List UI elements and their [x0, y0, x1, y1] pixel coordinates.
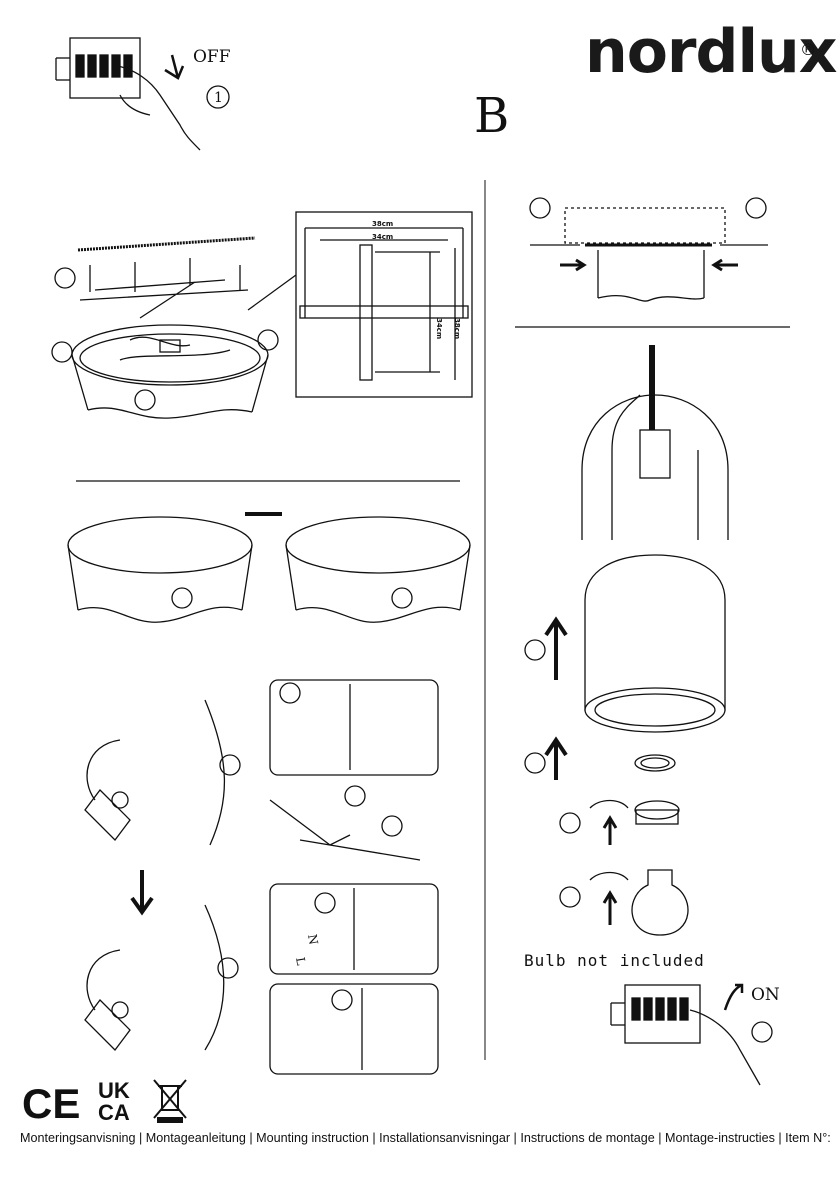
- fuse-box-off-illustration: 1: [56, 38, 229, 150]
- dimension-detail-box: 38cm 34cm 34cm 38cm: [248, 212, 472, 397]
- dim-height-outer: 38cm: [453, 318, 461, 339]
- crossed-bin-icon: [150, 1076, 190, 1124]
- ukca-mark-bottom: CA: [98, 1102, 130, 1124]
- ceiling-mounting-illustration: [52, 238, 278, 418]
- pendant-shade-illustration: [525, 345, 728, 935]
- plate-screws-illustration: [530, 198, 768, 301]
- dim-width-inner: 34cm: [372, 233, 393, 241]
- dim-width-outer: 38cm: [372, 220, 393, 228]
- wire-letter-n: N: [305, 933, 321, 946]
- footer-instructions: Monteringsanvisning | Montageanleitung |…: [20, 1131, 831, 1145]
- fuse-box-on-illustration: [611, 985, 772, 1085]
- cable-connection-illustration: N L: [85, 680, 438, 1074]
- canopy-pair-illustration: [68, 514, 470, 622]
- ce-mark: CE: [22, 1080, 80, 1128]
- step-one-number: 1: [214, 90, 223, 106]
- wire-letter-l: L: [293, 956, 308, 966]
- ukca-mark-top: UK: [98, 1080, 130, 1102]
- dim-height-inner: 34cm: [435, 318, 443, 339]
